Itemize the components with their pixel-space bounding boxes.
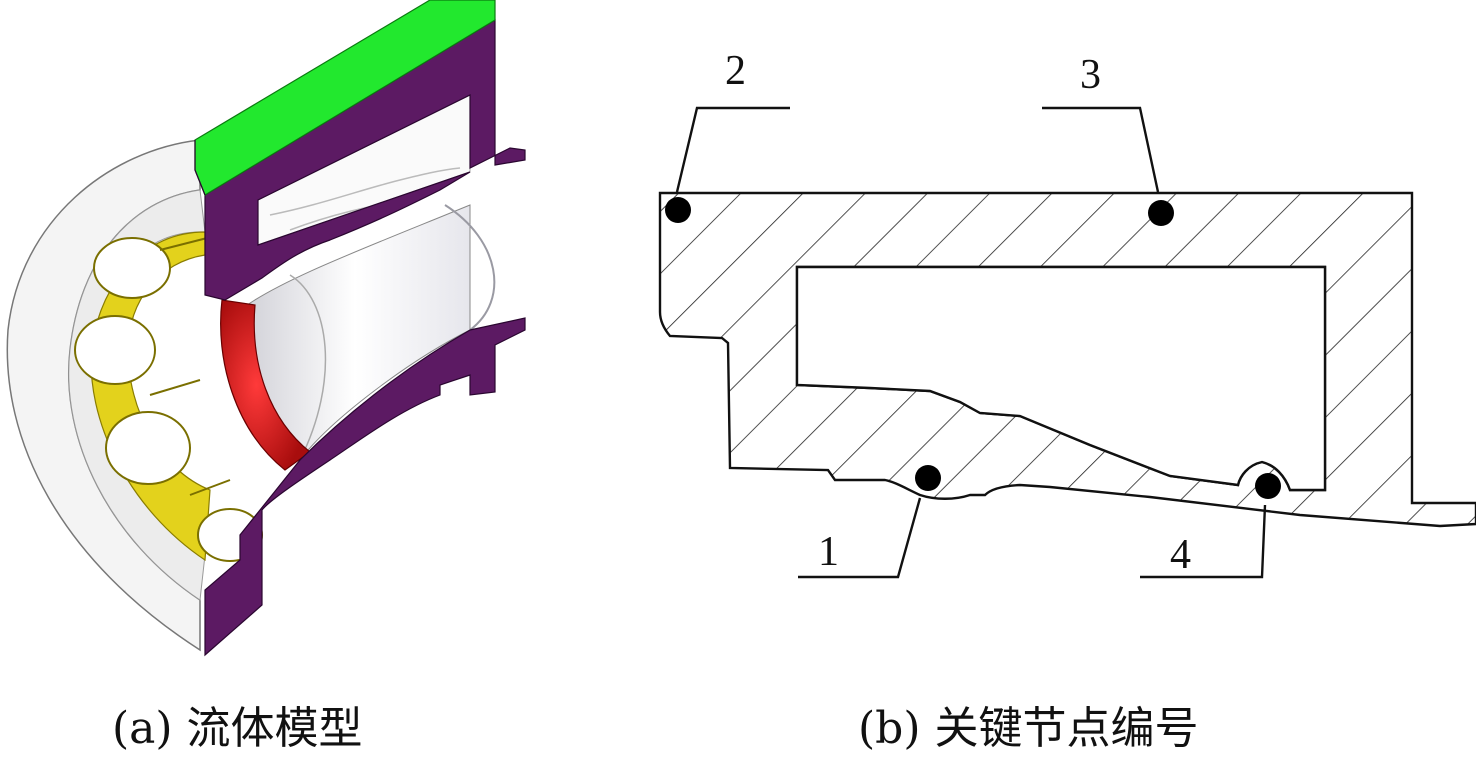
node-1-dot xyxy=(915,465,941,491)
housing-section-lower xyxy=(204,317,526,657)
node-3-dot xyxy=(1148,200,1174,226)
section-view: 1 2 3 4 xyxy=(658,48,1476,579)
leader-line-2 xyxy=(675,106,790,193)
node-4-label: 4 xyxy=(1170,532,1191,578)
leader-line-1 xyxy=(798,497,922,579)
roller-3 xyxy=(105,411,191,485)
fluid-model-3d xyxy=(6,0,526,657)
housing-section xyxy=(204,18,526,301)
node-2-label: 2 xyxy=(725,48,746,94)
caption-b: (b) 关键节点编号 xyxy=(858,703,1199,754)
leader-line-3 xyxy=(1042,106,1160,193)
node-1-label: 1 xyxy=(818,529,839,575)
node-4-dot xyxy=(1255,473,1281,499)
node-3-label: 3 xyxy=(1080,52,1101,98)
cavity xyxy=(795,265,1327,492)
seal-ring xyxy=(220,299,311,471)
node-2-dot xyxy=(665,197,691,223)
roller-2 xyxy=(74,315,156,385)
caption-a: (a) 流体模型 xyxy=(112,703,363,754)
bearing-cage xyxy=(90,231,211,562)
roller-1 xyxy=(93,237,171,299)
leader-line-4 xyxy=(1140,504,1267,579)
